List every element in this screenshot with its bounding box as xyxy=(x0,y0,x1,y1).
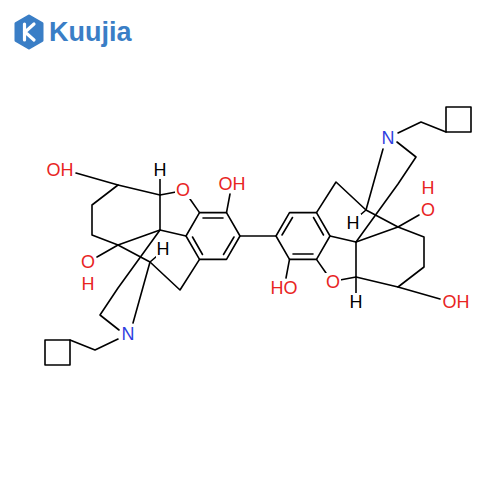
hydrogen-label: H xyxy=(346,214,361,232)
oxygen-label: O xyxy=(175,181,191,199)
oxygen-label: O xyxy=(325,273,341,291)
hydroxyl-label: OH xyxy=(218,175,247,193)
oxygen-label: O xyxy=(80,253,96,271)
logo-icon xyxy=(16,16,42,48)
hydroxyl-label: HO xyxy=(270,279,299,297)
nitrogen-label: N xyxy=(121,325,136,343)
hydrogen-label: H xyxy=(421,179,436,197)
biaryl-bond xyxy=(240,235,276,237)
right-morphinan xyxy=(276,107,471,299)
hydroxyl-label: OH xyxy=(46,161,75,179)
left-morphinan xyxy=(45,173,240,365)
nitrogen-label: N xyxy=(381,129,396,147)
hydrogen-label: H xyxy=(349,293,364,311)
hydrogen-label: H xyxy=(156,240,171,258)
hydroxyl-label: OH xyxy=(442,293,471,311)
hydrogen-label: H xyxy=(81,275,96,293)
logo-text: Kuujia xyxy=(48,19,133,46)
hydrogen-label: H xyxy=(153,161,168,179)
oxygen-label: O xyxy=(420,201,436,219)
